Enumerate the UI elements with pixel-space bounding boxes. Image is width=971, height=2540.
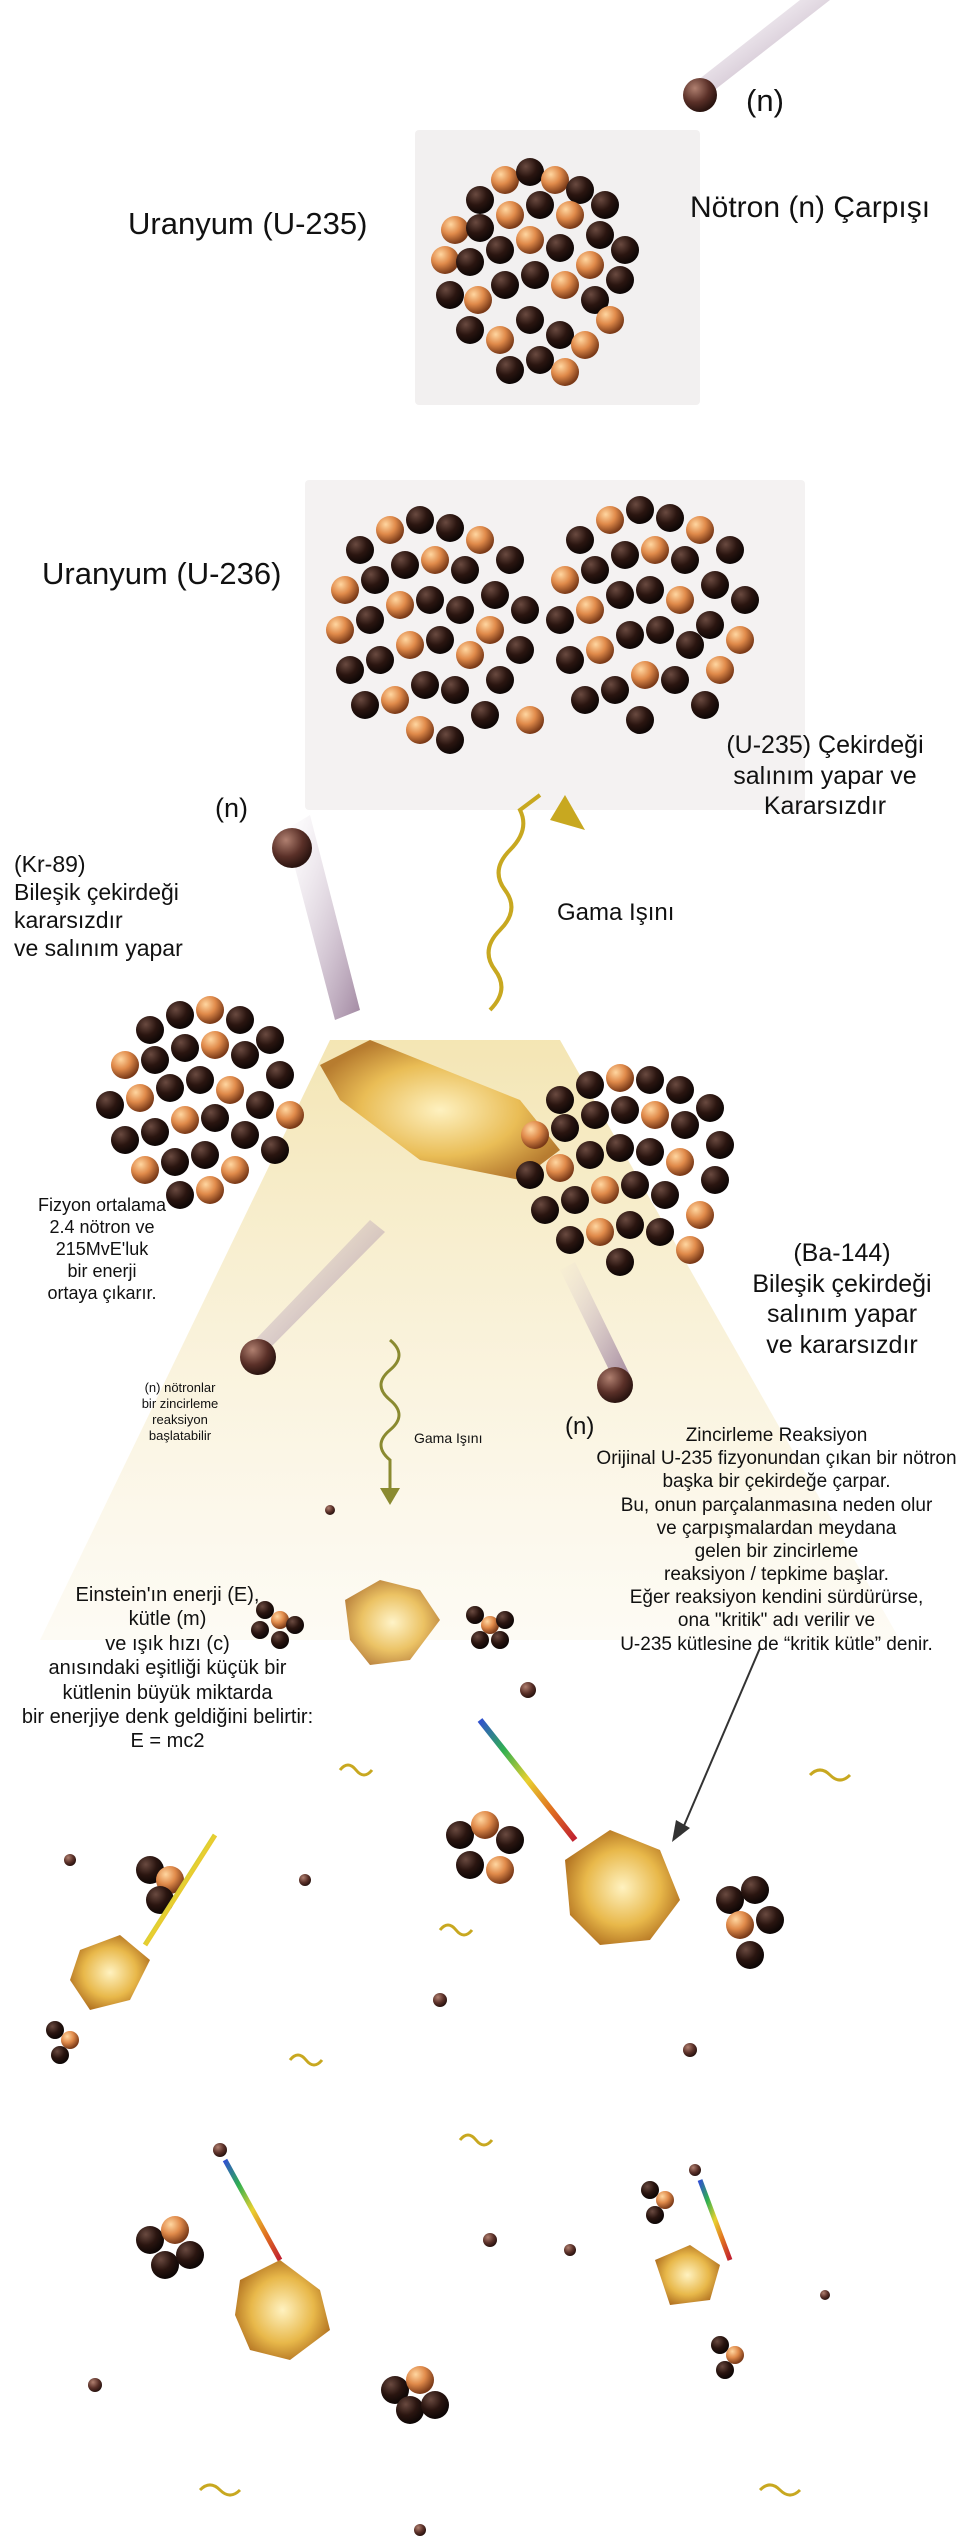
chain-reaction-line-3: başka bir çekirdeğe çarpar. bbox=[662, 1471, 891, 1493]
ba144-line-2: Bileşik çekirdeği bbox=[752, 1269, 932, 1298]
kr89-line-1: (Kr-89) bbox=[14, 851, 86, 877]
neutron-mid-label: (n) bbox=[215, 793, 248, 823]
chain-reaction-line-2: Orijinal U-235 fizyonundan çıkan bir nöt… bbox=[596, 1448, 957, 1470]
u235-core-line-3: Kararsızdır bbox=[763, 792, 887, 820]
einstein-line-6: bir enerjiye denk geldiğini belirtir: bbox=[21, 1705, 314, 1728]
einstein-line-5: kütlenin büyük miktarda bbox=[62, 1681, 273, 1704]
ba144-label: (Ba-144) Bileşik çekirdeği salınım yapar… bbox=[722, 1238, 962, 1360]
chain-reaction-label: Zincirleme Reaksiyon Orijinal U-235 fizy… bbox=[582, 1424, 971, 1656]
kr89-label: (Kr-89) Bileşik çekirdeği kararsızdır ve… bbox=[14, 850, 183, 962]
neutron-chain-label: (n) nötronlar bir zincirleme reaksiyon b… bbox=[100, 1380, 260, 1443]
u235-core-line-2: salınım yapar ve bbox=[733, 761, 917, 790]
kr89-line-4: ve salınım yapar bbox=[14, 935, 183, 962]
chain-reaction-line-6: gelen bir zincirleme bbox=[694, 1540, 859, 1562]
gamma-ray-2 bbox=[379, 1338, 401, 1490]
neutron-collision-label: Nötron (n) Çarpışı bbox=[690, 191, 931, 224]
fission-line-5: ortaya çıkarır. bbox=[47, 1282, 157, 1303]
neutron-chain-line-4: başlatabilir bbox=[148, 1427, 212, 1443]
fission-line-3: 215MvE'luk bbox=[55, 1238, 149, 1259]
chain-reaction-line-4: Bu, onun parçalanmasına neden olur bbox=[620, 1494, 933, 1516]
einstein-equation: E = mc2 bbox=[130, 1730, 205, 1753]
einstein-line-2: kütle (m) bbox=[128, 1608, 207, 1631]
u236-label: Uranyum (U-236) bbox=[42, 556, 282, 591]
fission-line-1: Fizyon ortalama bbox=[37, 1195, 167, 1215]
fission-line-2: 2.4 nötron ve bbox=[49, 1216, 155, 1237]
neutron-chain-right bbox=[597, 1367, 633, 1403]
second-generation-products bbox=[251, 1505, 514, 1665]
neutron-chain-line-3: reaksiyon bbox=[152, 1411, 208, 1427]
chain-reaction-line-5: ve çarpışmalardan meydana bbox=[656, 1517, 897, 1539]
chain-reaction-line-8: Eğer reaksiyon kendini sürdürürse, bbox=[629, 1587, 924, 1609]
chain-reaction-line-10: U-235 kütlesine de “kritik kütle” denir. bbox=[620, 1633, 933, 1655]
fission-label: Fizyon ortalama 2.4 nötron ve 215MvE'luk… bbox=[2, 1195, 202, 1305]
chain-reaction-scatter bbox=[46, 1682, 852, 2536]
fission-line-4: bir enerji bbox=[67, 1260, 137, 1281]
chain-reaction-pointer-head bbox=[672, 1820, 690, 1842]
chain-reaction-line-9: ona "kritik" adı verilir ve bbox=[677, 1610, 876, 1632]
kr89-line-3: kararsızdır bbox=[14, 907, 123, 934]
fission-burst bbox=[320, 1040, 560, 1180]
chain-reaction-title: Zincirleme Reaksiyon bbox=[685, 1425, 868, 1446]
u235-label: Uranyum (U-235) bbox=[128, 206, 368, 241]
gamma-ray-2-arrow bbox=[380, 1488, 400, 1505]
chain-reaction-pointer bbox=[679, 1647, 761, 1836]
neutron-chain-left bbox=[240, 1339, 276, 1375]
neutron-left bbox=[272, 828, 312, 868]
neutron-chain-line-1: (n) nötronlar bbox=[144, 1380, 216, 1395]
ba144-line-4: ve kararsızdır bbox=[766, 1330, 918, 1359]
neutron-trail-chain-right bbox=[560, 1262, 630, 1382]
u235-nucleus bbox=[415, 130, 700, 405]
neutron-trail-top bbox=[698, 0, 830, 92]
neutron-trail-left bbox=[285, 815, 360, 1020]
einstein-label: Einstein'ın enerji (E), kütle (m) ve ışı… bbox=[0, 1583, 335, 1754]
neutron-trail-chain-left bbox=[255, 1220, 385, 1350]
einstein-line-3: ve ışık hızı (c) bbox=[105, 1632, 230, 1655]
energy-glow-cone bbox=[40, 1040, 900, 1640]
u235-core-label: (U-235) Çekirdeği salınım yapar ve Karar… bbox=[700, 730, 950, 822]
gamma-ray-1-arrow bbox=[550, 795, 585, 830]
neutron-top-label: (n) bbox=[746, 83, 784, 118]
gamma-ray-2-label: Gama Işını bbox=[414, 1430, 483, 1446]
einstein-line-1: Einstein'ın enerji (E), bbox=[75, 1584, 260, 1606]
u236-nucleus bbox=[305, 480, 805, 810]
ba144-line-3: salınım yapar bbox=[766, 1300, 918, 1328]
ba144-line-1: (Ba-144) bbox=[793, 1239, 891, 1267]
neutron-top bbox=[683, 78, 717, 112]
neutron-right-label: (n) bbox=[565, 1413, 595, 1440]
neutron-chain-line-2: bir zincirleme bbox=[141, 1395, 219, 1411]
u235-core-line-1: (U-235) Çekirdeği bbox=[726, 731, 924, 759]
kr89-line-2: Bileşik çekirdeği bbox=[14, 879, 179, 906]
einstein-line-4: anısındaki eşitliği küçük bir bbox=[48, 1657, 287, 1680]
gamma-ray-1 bbox=[486, 793, 542, 1012]
gamma-ray-1-label: Gama Işını bbox=[557, 899, 675, 926]
chain-reaction-line-7: reaksiyon / tepkime başlar. bbox=[664, 1564, 889, 1586]
